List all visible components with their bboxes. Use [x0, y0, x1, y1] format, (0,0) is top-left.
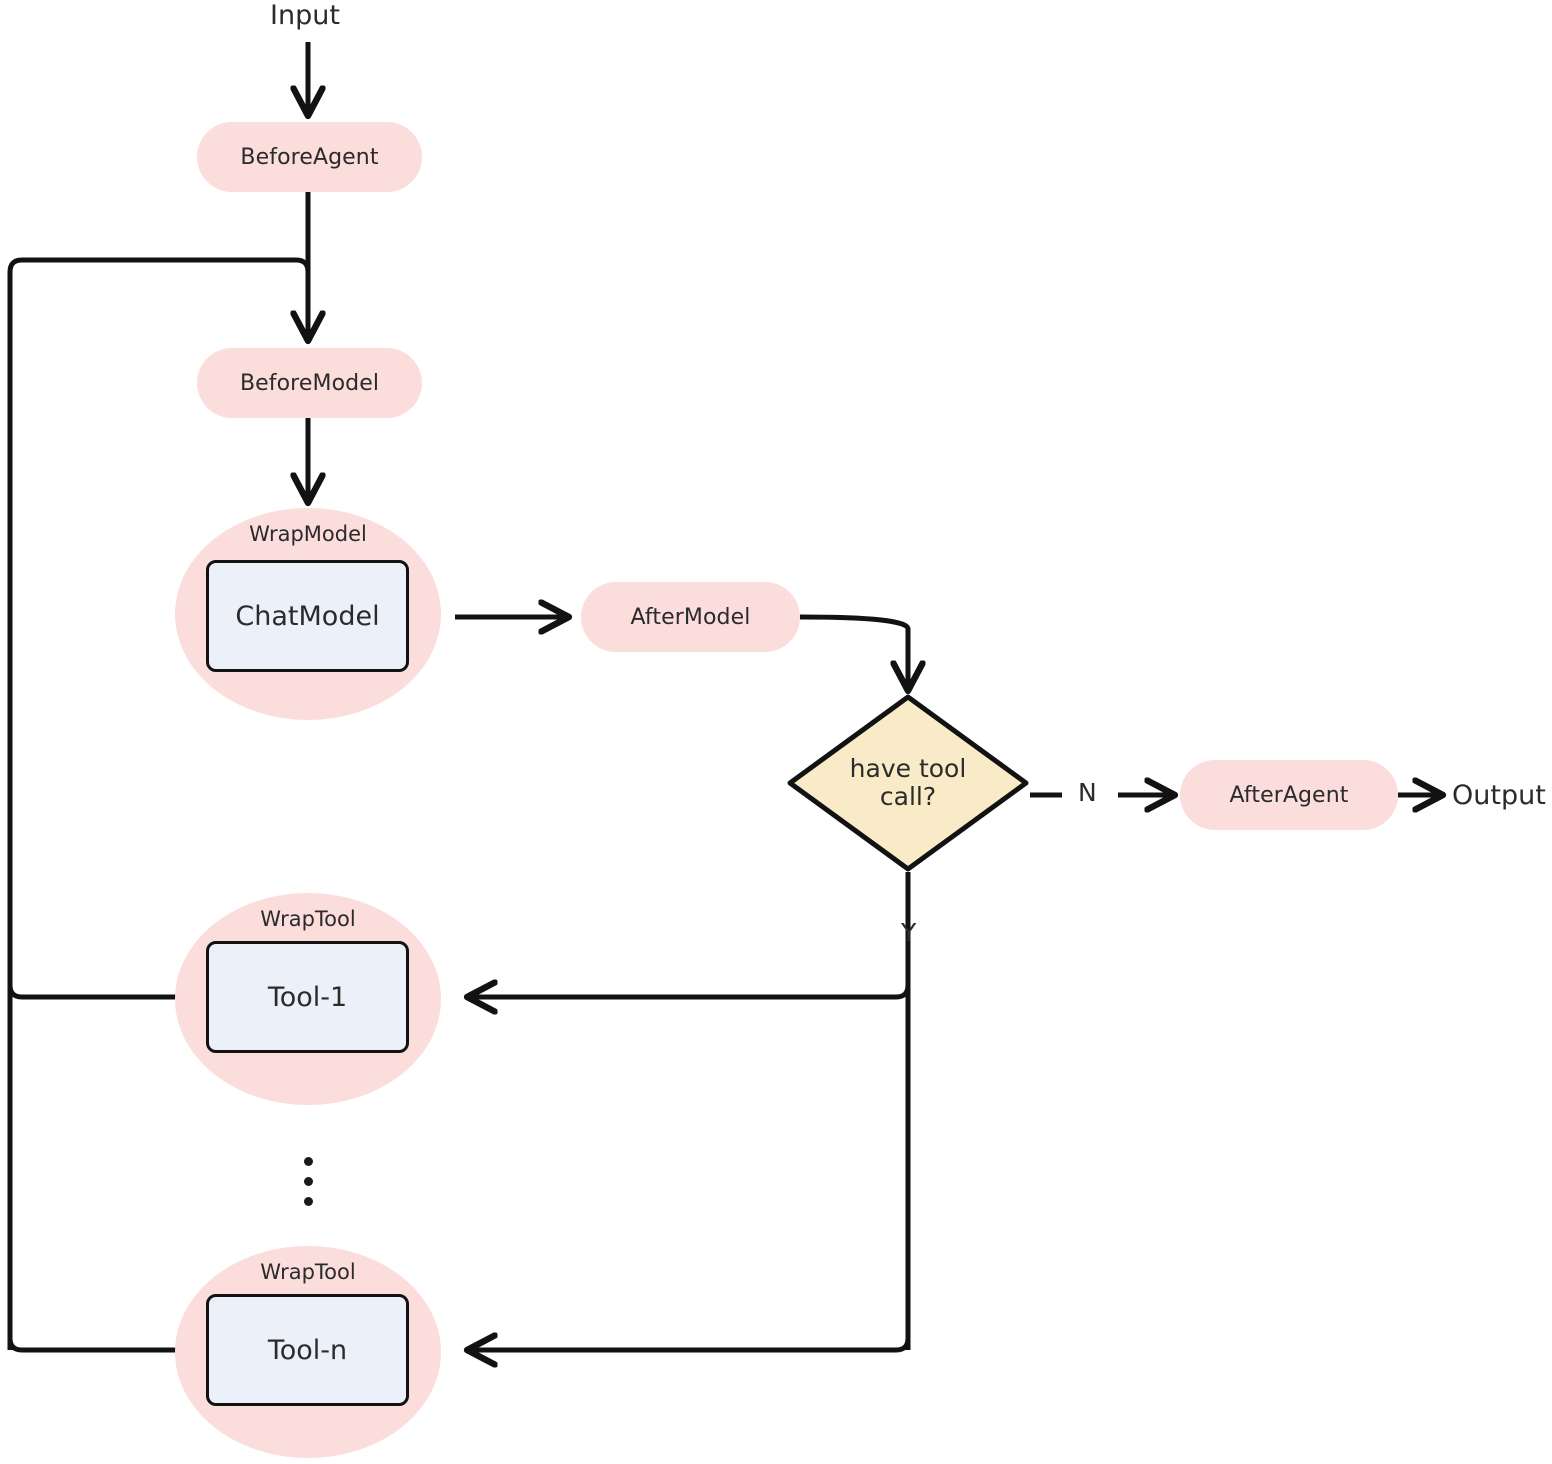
node-after-agent-label: AfterAgent: [1229, 782, 1349, 808]
node-tool-first[interactable]: Tool-1: [206, 941, 409, 1053]
node-after-model-label: AfterModel: [630, 604, 751, 630]
node-before-model[interactable]: BeforeModel: [197, 348, 422, 418]
node-wrap-tool-last-label: WrapTool: [260, 1260, 356, 1284]
node-after-agent[interactable]: AfterAgent: [1180, 760, 1398, 830]
node-wrap-model-label: WrapModel: [249, 522, 367, 546]
node-chat-model-label: ChatModel: [235, 600, 380, 632]
node-tool-last-label: Tool-n: [267, 1334, 348, 1366]
node-tool-first-label: Tool-1: [267, 981, 348, 1013]
decision-diamond-shape: [787, 694, 1029, 872]
node-wrap-tool-first-label: WrapTool: [260, 907, 356, 931]
node-tool-last[interactable]: Tool-n: [206, 1294, 409, 1406]
node-chat-model[interactable]: ChatModel: [206, 560, 409, 672]
node-after-model[interactable]: AfterModel: [581, 582, 800, 652]
edge-tool-feedback-loop: [7, 257, 311, 1350]
output-label: Output: [1452, 780, 1546, 811]
edge-aftermodel-to-decision: [799, 614, 908, 688]
node-decision-have-tool-call[interactable]: have tool call?: [786, 693, 1030, 873]
edge-yes-to-tool1: [470, 985, 911, 997]
edge-label-yes: Y: [901, 918, 917, 947]
input-label: Input: [270, 0, 340, 31]
edge-label-no: N: [1074, 778, 1101, 807]
tools-ellipsis-icon: [303, 1157, 313, 1206]
node-before-agent-label: BeforeAgent: [240, 144, 379, 170]
node-before-agent[interactable]: BeforeAgent: [197, 122, 422, 192]
node-before-model-label: BeforeModel: [239, 370, 380, 396]
edge-yes-to-tooln: [470, 1338, 911, 1350]
